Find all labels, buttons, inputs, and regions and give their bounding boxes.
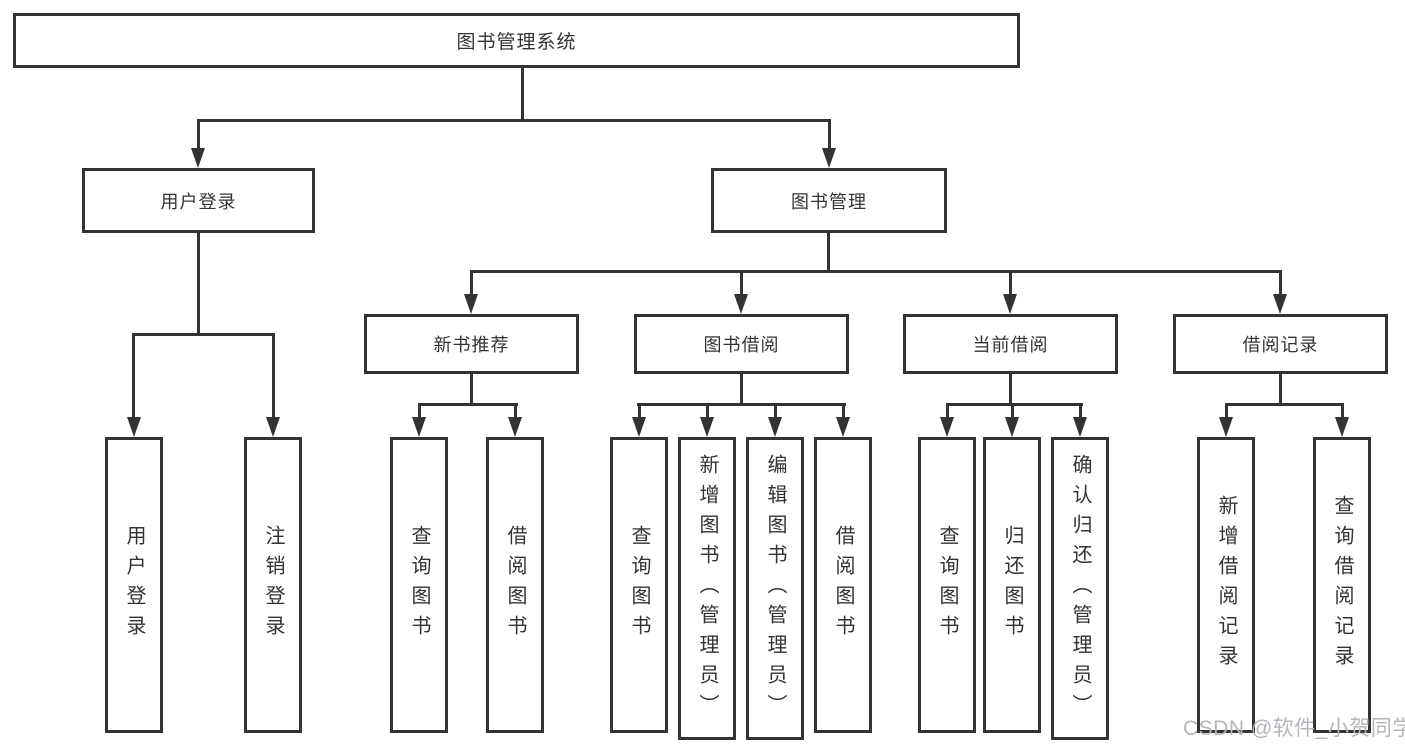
arrow-down-icon [768, 417, 782, 437]
connector-line [638, 403, 641, 419]
leaf-borrow-books-2: 借阅图书 [814, 437, 872, 733]
leaf-query-books-2: 查询图书 [610, 437, 668, 733]
leaf-add-books-admin: 新增图书（管理员） [678, 437, 736, 740]
leaf-return-books: 归还图书 [983, 437, 1041, 733]
connector-line [197, 233, 200, 336]
node-label: 新增图书（管理员） [696, 453, 718, 724]
arrow-down-icon [127, 417, 141, 437]
node-user-login: 用户登录 [82, 168, 315, 233]
node-label: 查询图书 [408, 525, 430, 645]
arrow-down-icon [1003, 294, 1017, 314]
leaf-confirm-return-admin: 确认归还（管理员） [1051, 437, 1109, 740]
node-label: 图书管理 [791, 191, 867, 212]
node-label: 借阅图书 [832, 525, 854, 645]
node-label: 确认归还（管理员） [1069, 453, 1091, 724]
connector-line [774, 403, 777, 419]
node-label: 新书推荐 [433, 335, 510, 355]
connector-line [197, 119, 831, 122]
arrow-down-icon [632, 417, 646, 437]
connector-line [1079, 403, 1082, 419]
node-label: 归还图书 [1001, 525, 1023, 645]
connector-line [521, 68, 524, 122]
arrow-down-icon [1273, 294, 1287, 314]
arrow-down-icon [1073, 417, 1087, 437]
connector-line [1279, 374, 1282, 406]
arrow-down-icon [1219, 417, 1233, 437]
node-label: 查询图书 [628, 525, 650, 645]
connector-line [197, 119, 200, 150]
connector-line [1225, 403, 1228, 419]
watermark: CSDN @软件_小贺同学 [1183, 717, 1405, 740]
arrow-down-icon [412, 417, 426, 437]
node-current-borrow: 当前借阅 [903, 314, 1118, 374]
node-new-book-recommend: 新书推荐 [364, 314, 579, 374]
connector-line [418, 403, 518, 406]
node-label: 图书管理系统 [456, 32, 577, 53]
leaf-user-login: 用户登录 [105, 437, 163, 733]
leaf-logout: 注销登录 [244, 437, 302, 733]
node-borrow-records: 借阅记录 [1173, 314, 1388, 374]
arrow-down-icon [700, 417, 714, 437]
connector-line [470, 270, 473, 296]
connector-line [827, 233, 830, 273]
leaf-add-borrow-record: 新增借阅记录 [1197, 437, 1255, 733]
connector-line [1341, 403, 1344, 419]
connector-line [740, 270, 743, 296]
leaf-query-books-3: 查询图书 [918, 437, 976, 733]
connector-line [828, 119, 831, 150]
node-label: 新增借阅记录 [1215, 495, 1237, 675]
connector-line [1279, 270, 1282, 296]
node-book-management: 图书管理 [711, 168, 947, 233]
connector-line [470, 374, 473, 406]
arrow-down-icon [734, 294, 748, 314]
node-label: 图书借阅 [703, 335, 780, 355]
connector-line [272, 333, 275, 419]
connector-line [514, 403, 517, 419]
connector-line [1225, 403, 1344, 406]
connector-line [1009, 270, 1012, 296]
connector-line [1009, 374, 1012, 406]
arrow-down-icon [836, 417, 850, 437]
node-label: 用户登录 [160, 191, 237, 212]
node-label: 查询图书 [936, 525, 958, 645]
arrow-down-icon [1005, 417, 1019, 437]
connector-line [418, 403, 421, 419]
connector-line [946, 403, 949, 419]
leaf-borrow-books: 借阅图书 [486, 437, 544, 733]
arrow-down-icon [940, 417, 954, 437]
connector-line [1011, 403, 1014, 419]
connector-line [637, 403, 846, 406]
leaf-edit-books-admin: 编辑图书（管理员） [746, 437, 804, 740]
arrow-down-icon [464, 294, 478, 314]
connector-line [706, 403, 709, 419]
node-label: 注销登录 [262, 525, 284, 645]
connector-line [946, 403, 1083, 406]
arrow-down-icon [191, 148, 205, 168]
node-label: 用户登录 [123, 525, 145, 645]
arrow-down-icon [1335, 417, 1349, 437]
node-label: 编辑图书（管理员） [764, 453, 786, 724]
node-library-system: 图书管理系统 [13, 13, 1020, 68]
arrow-down-icon [508, 417, 522, 437]
connector-line [470, 270, 1282, 273]
arrow-down-icon [822, 148, 836, 168]
node-label: 借阅记录 [1242, 335, 1319, 355]
node-label: 借阅图书 [504, 525, 526, 645]
leaf-query-borrow-record: 查询借阅记录 [1313, 437, 1371, 733]
node-book-borrow: 图书借阅 [634, 314, 849, 374]
node-label: 查询借阅记录 [1331, 495, 1353, 675]
connector-line [740, 374, 743, 406]
node-label: 当前借阅 [972, 335, 1049, 355]
arrow-down-icon [266, 417, 280, 437]
connector-line [842, 403, 845, 419]
leaf-query-books: 查询图书 [390, 437, 448, 733]
connector-line [132, 333, 275, 336]
connector-line [132, 333, 135, 419]
